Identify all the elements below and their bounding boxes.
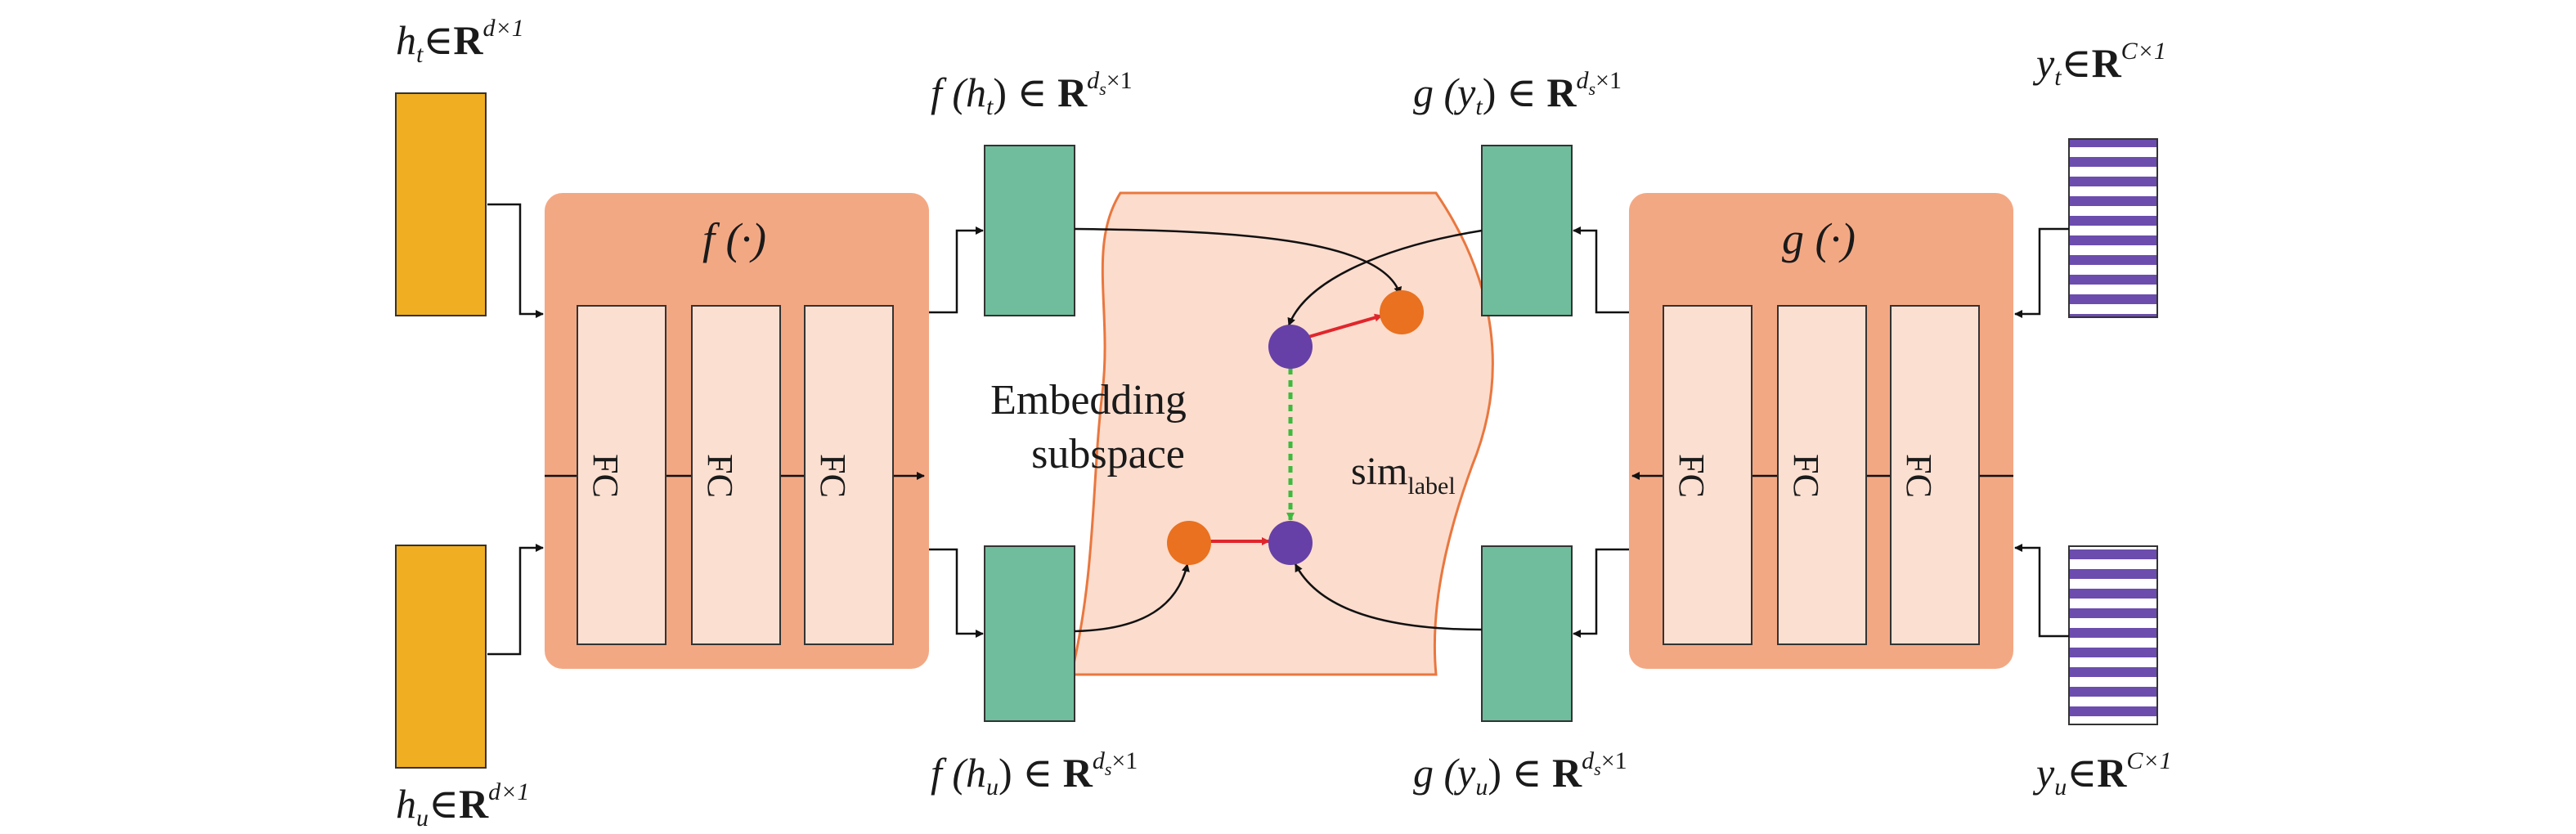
fc-layer bbox=[1777, 305, 1867, 645]
fc-layer-label: FC bbox=[700, 454, 740, 498]
fc-layer bbox=[804, 305, 894, 645]
subspace-label-line2: subspace bbox=[1031, 431, 1185, 478]
fc-layer bbox=[1663, 305, 1752, 645]
fc-layer-label: FC bbox=[1672, 454, 1712, 498]
label-fht: f (ht) ∈ Rds×1 bbox=[931, 67, 1133, 120]
fc-layer-label: FC bbox=[1786, 454, 1826, 498]
encoder-f-title: f (·) bbox=[702, 214, 766, 263]
fc-layer bbox=[1890, 305, 1980, 645]
arrow-ht-to-f bbox=[487, 203, 544, 318]
embedding-fhu bbox=[984, 545, 1075, 722]
label-ht: ht∈Rd×1 bbox=[396, 15, 524, 68]
node-orange-top bbox=[1380, 290, 1424, 334]
fc-layer bbox=[691, 305, 781, 645]
label-yu: yu∈RC×1 bbox=[2032, 747, 2172, 800]
arrow-fhu-to-node bbox=[1074, 563, 1190, 633]
label-vector-yu bbox=[2068, 545, 2158, 725]
arrow-gyt-to-node bbox=[1287, 229, 1483, 326]
encoder-f: FC FC FC f (·) bbox=[545, 193, 929, 669]
fc-layer-label: FC bbox=[1899, 454, 1939, 498]
label-gyu: g (yu) ∈ Rds×1 bbox=[1413, 747, 1627, 800]
arrow-yt-to-g bbox=[2014, 227, 2069, 318]
sim-arrow-top bbox=[1299, 313, 1383, 343]
label-yt: yt∈RC×1 bbox=[2032, 38, 2166, 91]
arrow-f-to-fht bbox=[929, 226, 984, 314]
embedding-gyt bbox=[1481, 145, 1573, 316]
input-feature-hu bbox=[395, 545, 487, 769]
arrow-hu-to-f bbox=[487, 544, 544, 656]
embedding-fht bbox=[984, 145, 1075, 316]
embedding-gyu bbox=[1481, 545, 1573, 722]
label-gyt: g (yt) ∈ Rds×1 bbox=[1413, 67, 1622, 120]
arrow-fht-to-node bbox=[1074, 227, 1402, 295]
fc-layer-label: FC bbox=[813, 454, 853, 498]
node-purple-top bbox=[1268, 325, 1313, 369]
encoder-g: FC FC FC g (·) bbox=[1629, 193, 2013, 669]
node-purple-bottom bbox=[1268, 521, 1313, 565]
sim-label: simlabel bbox=[1351, 450, 1456, 500]
fc-layer bbox=[577, 305, 666, 645]
label-vector-yt bbox=[2068, 138, 2158, 318]
fc-layer-label: FC bbox=[586, 454, 626, 498]
label-hu: hu∈Rd×1 bbox=[396, 778, 529, 832]
arrow-g-to-gyt bbox=[1573, 226, 1629, 314]
label-fhu: f (hu) ∈ Rds×1 bbox=[931, 747, 1138, 800]
arrow-f-to-fhu bbox=[929, 548, 984, 638]
arrow-gyu-to-node bbox=[1294, 563, 1483, 631]
arrow-yu-to-g bbox=[2014, 544, 2069, 638]
node-orange-bottom bbox=[1167, 521, 1211, 565]
encoder-g-title: g (·) bbox=[1782, 214, 1856, 263]
subspace-label-line1: Embedding bbox=[990, 377, 1187, 424]
arrow-g-to-gyu bbox=[1573, 548, 1629, 638]
input-feature-ht bbox=[395, 92, 487, 316]
